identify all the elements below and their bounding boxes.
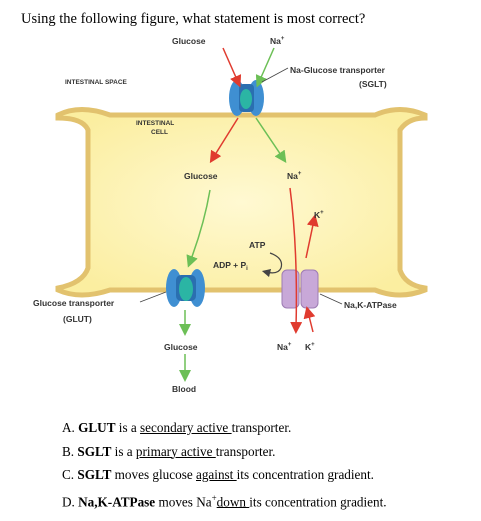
- intestinal-cell-label-2: CELL: [151, 129, 168, 136]
- question-text: Using the following figure, what stateme…: [21, 11, 366, 27]
- glut-transporter: [166, 269, 205, 307]
- k-mid-label: K+: [314, 210, 324, 220]
- glucose-to-glut-arrow: [186, 189, 211, 268]
- na-mid-label: Na+: [287, 171, 302, 181]
- option-c[interactable]: C. SGLT moves glucose against its concen…: [62, 467, 374, 482]
- intestinal-cell-label-1: INTESTINAL: [136, 120, 174, 127]
- atp-label: ATP: [249, 240, 266, 250]
- na-down-arrow: [255, 117, 287, 163]
- na-in-arrow: [255, 47, 275, 88]
- k-bottom-arrow: [303, 306, 316, 333]
- transport-figure: Glucose Na+ Na-Glucose transporter (SGLT…: [33, 36, 428, 394]
- na-out-arrow: [289, 187, 303, 334]
- sglt-transporter: [229, 80, 264, 116]
- k-bottom-label: K+: [305, 342, 315, 352]
- option-a[interactable]: A. GLUT is a secondary active transporte…: [62, 420, 292, 435]
- glucose-down-arrow: [209, 117, 239, 164]
- glucose-top-label: Glucose: [172, 36, 206, 46]
- na-top-label: Na+: [270, 36, 285, 46]
- answer-options: A. GLUT is a secondary active transporte…: [62, 416, 387, 513]
- blood-label: Blood: [172, 384, 196, 394]
- option-b[interactable]: B. SGLT is a primary active transporter.: [62, 443, 276, 459]
- adp-pi-label: ADP + Pi: [213, 260, 248, 272]
- na-bottom-label: Na+: [277, 342, 292, 352]
- glut-name-label: Glucose transporter: [33, 298, 115, 308]
- k-in-arrow: [305, 214, 319, 259]
- glucose-bottom-label: Glucose: [164, 342, 198, 352]
- glut-abbr-label: (GLUT): [63, 314, 92, 324]
- glucose-in-arrow: [222, 47, 242, 88]
- na-k-atpase: [281, 269, 319, 309]
- nak-leader: [319, 293, 343, 305]
- option-d[interactable]: D. Na,K-ATPase moves Na+down its concent…: [62, 492, 387, 509]
- glut-leader: [139, 291, 167, 303]
- nak-name-label: Na,K-ATPase: [344, 300, 397, 310]
- glucose-mid-label: Glucose: [184, 171, 218, 181]
- atp-cycle-arrow: [261, 252, 283, 278]
- sglt-abbr-label: (SGLT): [359, 79, 387, 89]
- intestinal-space-label: INTESTINAL SPACE: [65, 79, 128, 86]
- sglt-name-label: Na-Glucose transporter: [290, 65, 386, 75]
- sglt-leader: [261, 67, 289, 83]
- intestinal-cell: [55, 107, 428, 298]
